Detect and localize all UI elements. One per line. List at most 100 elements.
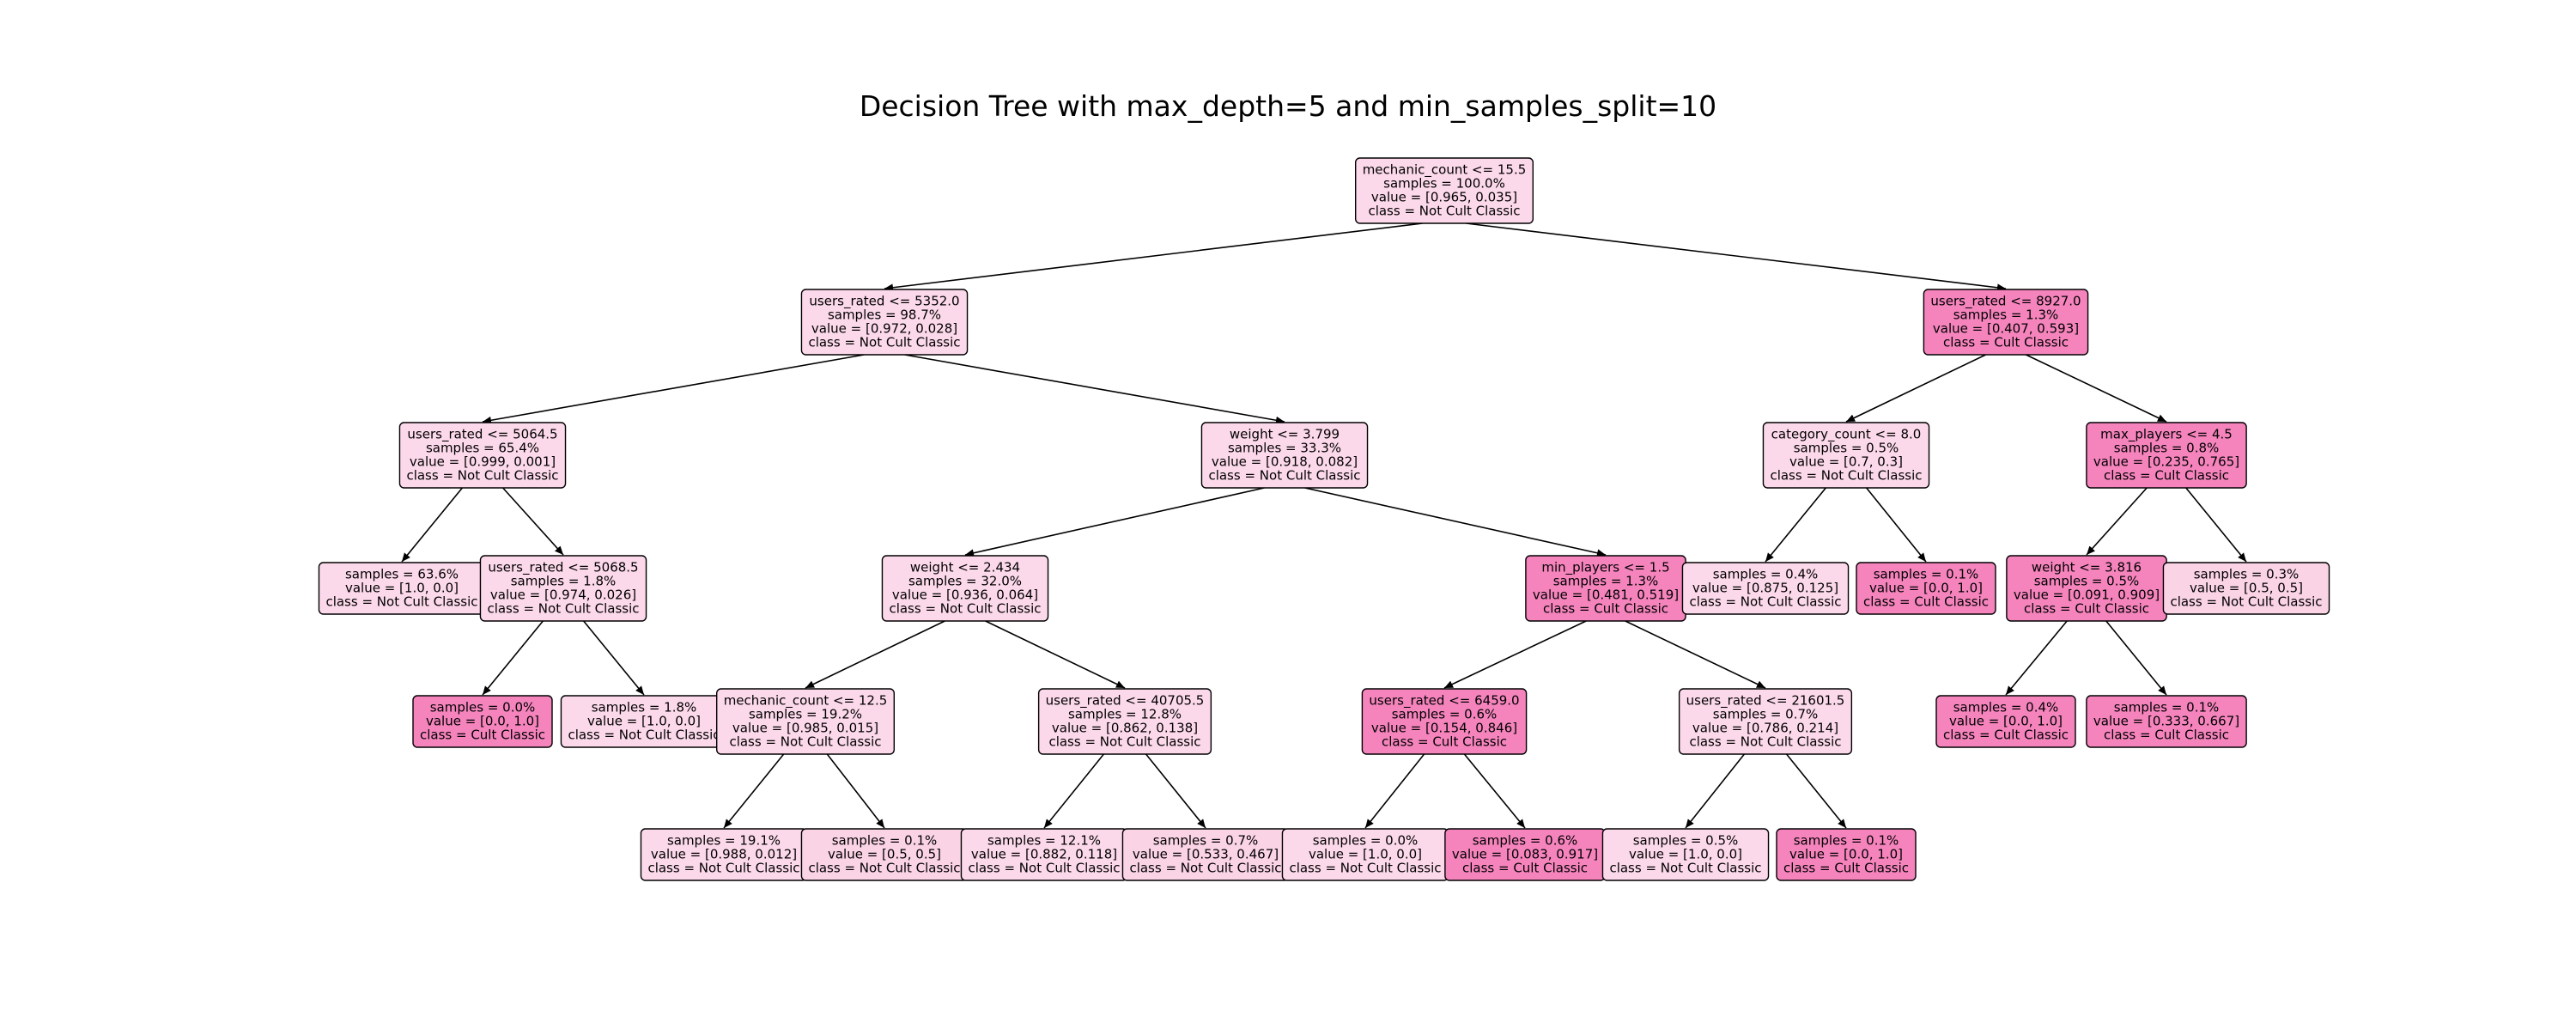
node-text-line: value = [0.974, 0.026]	[490, 588, 636, 603]
node-text-line: value = [0.0, 1.0]	[1789, 847, 1903, 862]
node-text-line: samples = 0.0%	[430, 700, 536, 715]
node-text-line: class = Cult Classic	[1863, 594, 1989, 610]
node-box	[1354, 157, 1534, 224]
node-box	[1923, 289, 2089, 356]
node-text-line: class = Not Cult Classic	[1129, 861, 1281, 876]
node-text-line: value = [0.965, 0.035]	[1371, 190, 1517, 205]
tree-node: samples = 19.1%value = [0.988, 0.012]cla…	[640, 828, 808, 881]
tree-edge	[2105, 620, 2167, 696]
node-text-line: class = Cult Classic	[1943, 335, 2069, 350]
tree-node: samples = 0.0%value = [0.0, 1.0]class = …	[412, 695, 553, 748]
node-text-line: value = [0.985, 0.015]	[732, 721, 878, 736]
node-text-line: class = Not Cult Classic	[1689, 594, 1841, 610]
tree-edge	[502, 487, 564, 556]
chart-title: Decision Tree with max_depth=5 and min_s…	[859, 89, 1717, 123]
node-text-line: value = [0.875, 0.125]	[1692, 581, 1838, 596]
node-box	[479, 555, 647, 622]
node-text-line: class = Cult Classic	[1783, 861, 1909, 876]
node-text-line: value = [0.481, 0.519]	[1533, 588, 1679, 603]
node-text-line: samples = 100.0%	[1383, 176, 1505, 192]
node-text-line: samples = 0.6%	[1392, 707, 1498, 722]
node-text-line: samples = 0.0%	[1313, 833, 1419, 849]
tree-edge	[964, 487, 1265, 557]
node-text-line: class = Not Cult Classic	[808, 335, 960, 350]
node-text-line: mechanic_count <= 15.5	[1363, 162, 1527, 179]
node-text-line: class = Cult Classic	[2104, 728, 2229, 743]
node-text-line: samples = 98.7%	[828, 307, 941, 323]
tree-edge	[583, 620, 645, 696]
node-text-line: value = [0.972, 0.028]	[811, 321, 957, 337]
tree-node: samples = 0.3%value = [0.5, 0.5]class = …	[2162, 562, 2330, 615]
node-box	[715, 688, 896, 755]
tree-node: samples = 0.6%value = [0.083, 0.917]clas…	[1444, 828, 1606, 881]
node-text-line: value = [0.083, 0.917]	[1452, 847, 1598, 862]
tree-edge	[2185, 487, 2247, 563]
node-text-line: samples = 63.6%	[345, 567, 459, 582]
node-text-line: samples = 12.1%	[987, 833, 1101, 849]
tree-node: samples = 0.4%value = [0.0, 1.0]class = …	[1935, 695, 2076, 748]
node-text-line: samples = 0.3%	[2194, 567, 2300, 582]
node-text-line: samples = 0.1%	[832, 833, 938, 849]
tree-node: samples = 0.1%value = [0.333, 0.667]clas…	[2086, 695, 2247, 748]
node-text-line: value = [0.154, 0.846]	[1371, 721, 1517, 736]
node-text-line: samples = 0.4%	[1953, 700, 2059, 715]
node-text-line: samples = 1.3%	[1553, 574, 1659, 589]
node-text-line: class = Cult Classic	[1462, 861, 1588, 876]
node-text-line: value = [0.407, 0.593]	[1933, 321, 2079, 337]
tree-edge	[1463, 753, 1526, 829]
node-text-line: samples = 0.7%	[1153, 833, 1259, 849]
tree-node: samples = 0.4%value = [0.875, 0.125]clas…	[1681, 562, 1850, 615]
node-text-line: value = [0.235, 0.765]	[2093, 454, 2239, 470]
tree-node: samples = 0.5%value = [1.0, 0.0]class = …	[1601, 828, 1770, 881]
node-text-line: value = [1.0, 0.0]	[1629, 847, 1742, 862]
node-text-line: value = [0.862, 0.138]	[1052, 721, 1198, 736]
node-text-line: samples = 0.7%	[1713, 707, 1819, 722]
node-text-line: samples = 0.5%	[1794, 441, 1899, 456]
node-text-line: class = Not Cult Classic	[808, 861, 960, 876]
tree-edge	[1866, 487, 1927, 563]
node-box	[1200, 422, 1369, 489]
node-text-line: class = Not Cult Classic	[1770, 468, 1922, 484]
node-text-line: value = [0.5, 0.5]	[2190, 581, 2303, 596]
node-text-line: samples = 65.4%	[426, 441, 539, 456]
node-text-line: samples = 0.1%	[1794, 833, 1899, 849]
node-text-line: samples = 1.3%	[1953, 307, 2059, 323]
tree-edge	[1685, 753, 1746, 829]
node-text-line: value = [0.936, 0.064]	[892, 588, 1038, 603]
node-text-line: class = Cult Classic	[2024, 601, 2149, 617]
tree-edge	[826, 753, 885, 829]
node-box	[800, 289, 969, 356]
node-box	[1037, 688, 1212, 755]
node-box	[881, 555, 1049, 622]
tree-edge	[2026, 354, 2167, 423]
node-box	[1776, 828, 1917, 881]
node-box	[1361, 688, 1528, 755]
node-text-line: value = [0.0, 1.0]	[426, 714, 539, 729]
node-text-line: mechanic_count <= 12.5	[724, 693, 888, 709]
node-text-line: class = Cult Classic	[1382, 734, 1507, 750]
tree-node: samples = 1.8%value = [1.0, 0.0]class = …	[560, 695, 728, 748]
node-text-line: value = [0.333, 0.667]	[2093, 714, 2239, 729]
node-text-line: users_rated <= 40705.5	[1046, 693, 1205, 709]
node-text-line: samples = 19.1%	[667, 833, 781, 849]
tree-edge	[482, 354, 865, 424]
node-text-line: value = [0.0, 1.0]	[1869, 581, 1983, 596]
tree-edge	[904, 354, 1285, 424]
node-text-line: samples = 0.6%	[1473, 833, 1578, 849]
node-text-line: class = Not Cult Classic	[1689, 734, 1841, 750]
node-text-line: class = Cult Classic	[2104, 468, 2229, 484]
node-box	[1678, 688, 1853, 755]
node-box	[1856, 562, 1996, 615]
tree-edge	[1625, 620, 1766, 689]
